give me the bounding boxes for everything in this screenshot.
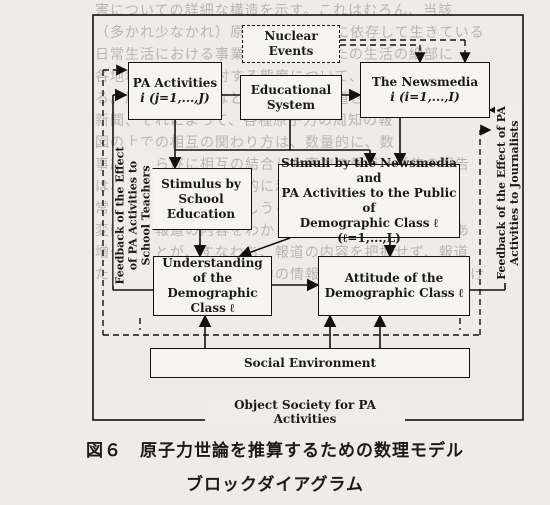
understanding-label-1: Understanding of the <box>162 256 263 285</box>
stimuli-news-label-2: PA Activities to the Public of <box>281 186 457 215</box>
social-environment-box: Social Environment <box>150 348 470 378</box>
attitude-label-1: Attitude of the <box>344 271 444 285</box>
figure-caption-line-1: 図６ 原子力世論を推算するための数理モデル <box>86 441 464 461</box>
attitude-label-2: Demographic Class ℓ <box>324 286 464 300</box>
feedback-journalists-line-2: Activities to Journalists <box>508 120 521 266</box>
feedback-teachers-label: Feedback of the Effect of PA Activities … <box>113 145 153 286</box>
nuclear-events-label: Nuclear Events <box>264 29 318 58</box>
understanding-box: Understanding of the Demographic Class ℓ <box>153 256 272 316</box>
newsmedia-label: The Newsmedia <box>371 75 479 89</box>
feedback-journalists-line-1: Feedback of the Effect of PA <box>495 106 508 280</box>
newsmedia-index: i (i=1,...,I) <box>390 90 460 104</box>
pa-activities-index: i (j=1,...,J) <box>140 91 210 105</box>
educational-system-label-1: Educational <box>250 82 332 97</box>
arrow-news-to-understanding <box>238 237 291 259</box>
stimulus-school-box: Stimulus by School Education <box>150 168 252 230</box>
social-environment-label: Social Environment <box>243 355 377 370</box>
stimulus-school-label-1: Stimulus by <box>161 176 241 191</box>
stimuli-news-label-1: Stimuli by the Newsmedia and <box>281 156 457 185</box>
figure-caption-line-2: ブロックダイアグラム <box>186 475 364 495</box>
object-society-label: Object Society for PA Activities <box>205 398 405 426</box>
educational-system-box: Educational System <box>240 75 342 120</box>
understanding-label-2: Demographic Class ℓ <box>167 286 258 315</box>
pa-activities-box: PA Activities i (j=1,...,J) <box>128 62 222 120</box>
feedback-teachers-line-3: School Teachers <box>139 165 153 266</box>
pa-activities-label: PA Activities <box>132 76 218 90</box>
stimuli-news-box: Stimuli by the Newsmedia and PA Activiti… <box>278 156 460 245</box>
attitude-box: Attitude of the Demographic Class ℓ <box>318 256 470 316</box>
stimulus-school-label-2: School Education <box>166 191 236 221</box>
feedback-teachers-line-1: Feedback of the Effect <box>113 146 127 285</box>
feedback-teachers-line-2: of PA Activities to <box>126 160 140 271</box>
stimuli-news-label-3: Demographic Class ℓ (ℓ=1,...,L) <box>299 216 439 245</box>
educational-system-label-2: System <box>266 97 316 112</box>
nuclear-events-box: Nuclear Events <box>242 25 340 63</box>
feedback-journalists-label: Feedback of the Effect of PA Activities … <box>495 103 521 283</box>
bg-line: 図の上での相互の関わり方は、数量的に、数 <box>95 135 395 151</box>
newsmedia-box: The Newsmedia i (i=1,...,I) <box>360 62 490 118</box>
